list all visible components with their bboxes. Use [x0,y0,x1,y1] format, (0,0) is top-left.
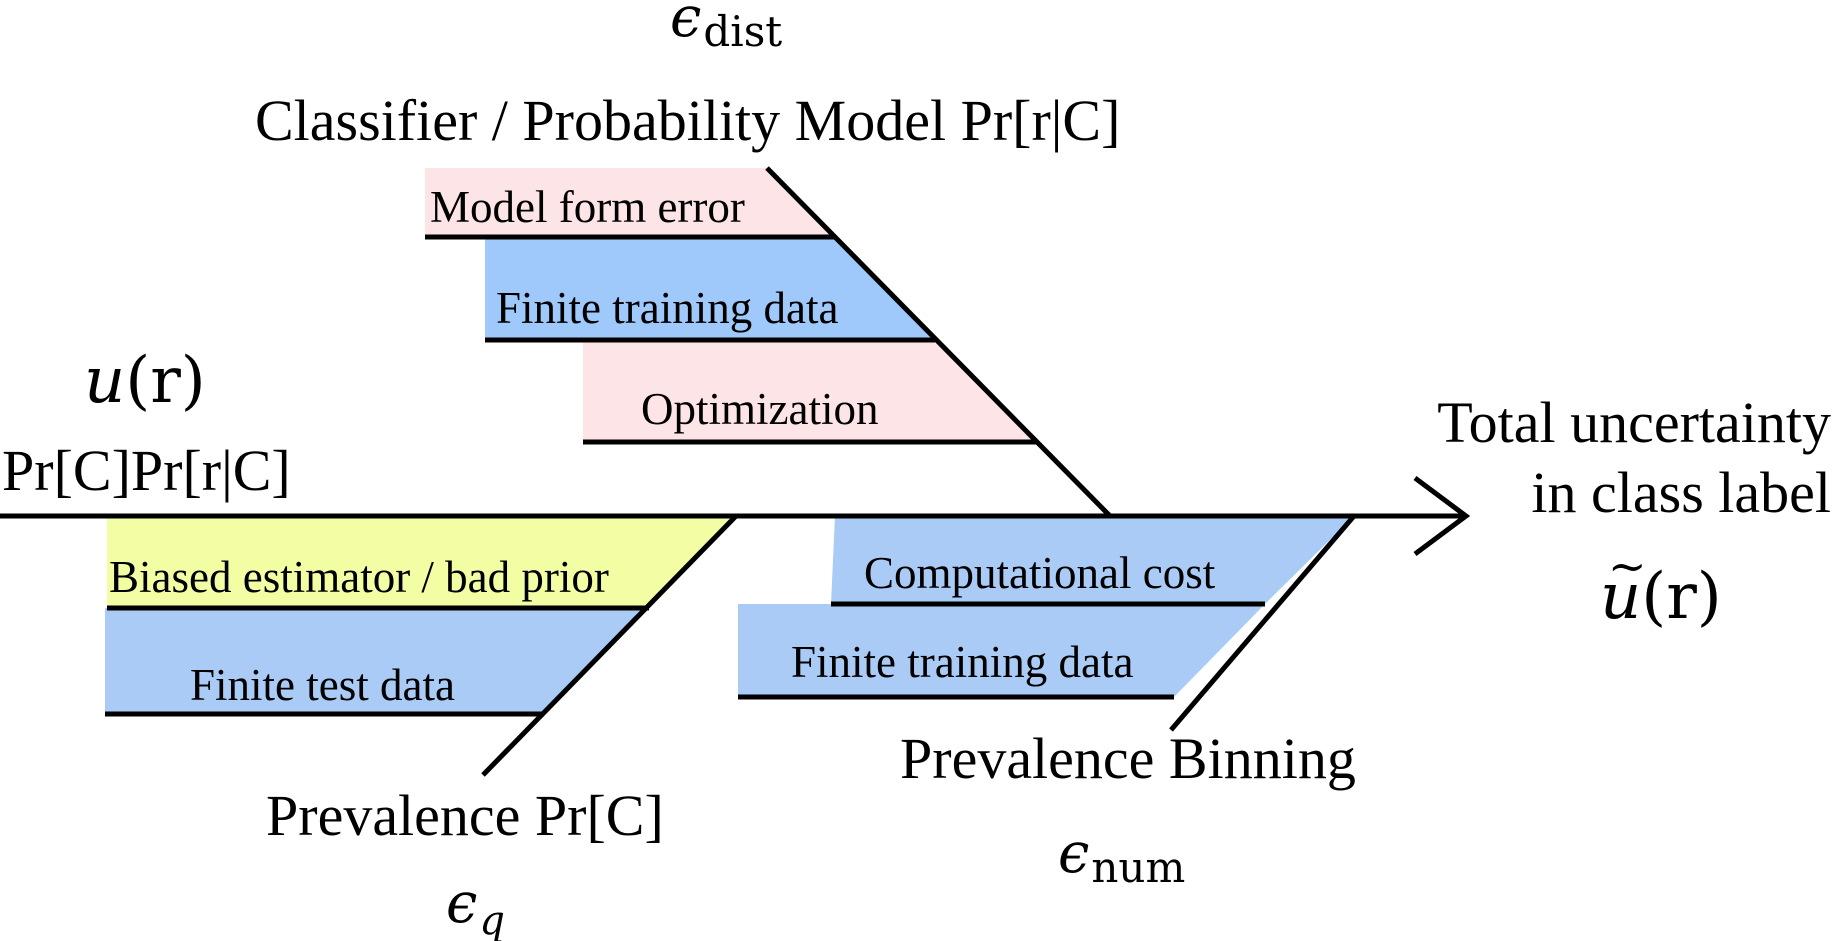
error-symbol-dist: ϵdist [670,0,782,56]
band-finite-training-data-upper [485,237,935,340]
cause-label-computational-cost: Computational cost [864,548,1216,598]
cause-label-biased-estimator: Biased estimator / bad prior [109,552,609,602]
band-model-form-error [425,168,834,237]
effect-accent-tilde: ~ [1608,539,1647,593]
error-symbol-num: ϵnum [1058,821,1185,892]
cause-label-model-form-error: Model form error [430,182,745,232]
binning-rib [1169,514,1356,732]
category-label-binning: Prevalence Binning [900,726,1356,791]
cause-label-optimization: Optimization [641,384,878,434]
band-biased-estimator [107,516,736,608]
effect-label-line1: Total uncertainty [1437,390,1831,455]
cause-label-finite-test-data: Finite test data [190,660,455,710]
band-optimization [583,340,1037,442]
error-symbol-q: ϵq [446,871,505,941]
prevalence-rib [481,514,738,777]
spine-arrowhead [1413,475,1471,557]
band-computational-cost [831,516,1354,604]
category-label-prevalence: Prevalence Pr[C] [266,783,664,848]
head-formula: Pr[C]Pr[r|C] [2,438,291,503]
cause-label-finite-training-data-lower: Finite training data [791,637,1133,687]
head-symbol-u-r: u(r) [84,344,206,418]
effect-label-line2: in class label [1531,460,1831,525]
band-finite-training-data-lower [738,604,1265,697]
cause-label-finite-training-data-upper: Finite training data [496,283,838,333]
classifier-rib [765,166,1112,518]
effect-symbol-u-tilde-r: u(r) [1600,560,1722,634]
band-finite-test-data [105,608,649,714]
category-label-classifier: Classifier / Probability Model Pr[r|C] [255,88,1120,153]
